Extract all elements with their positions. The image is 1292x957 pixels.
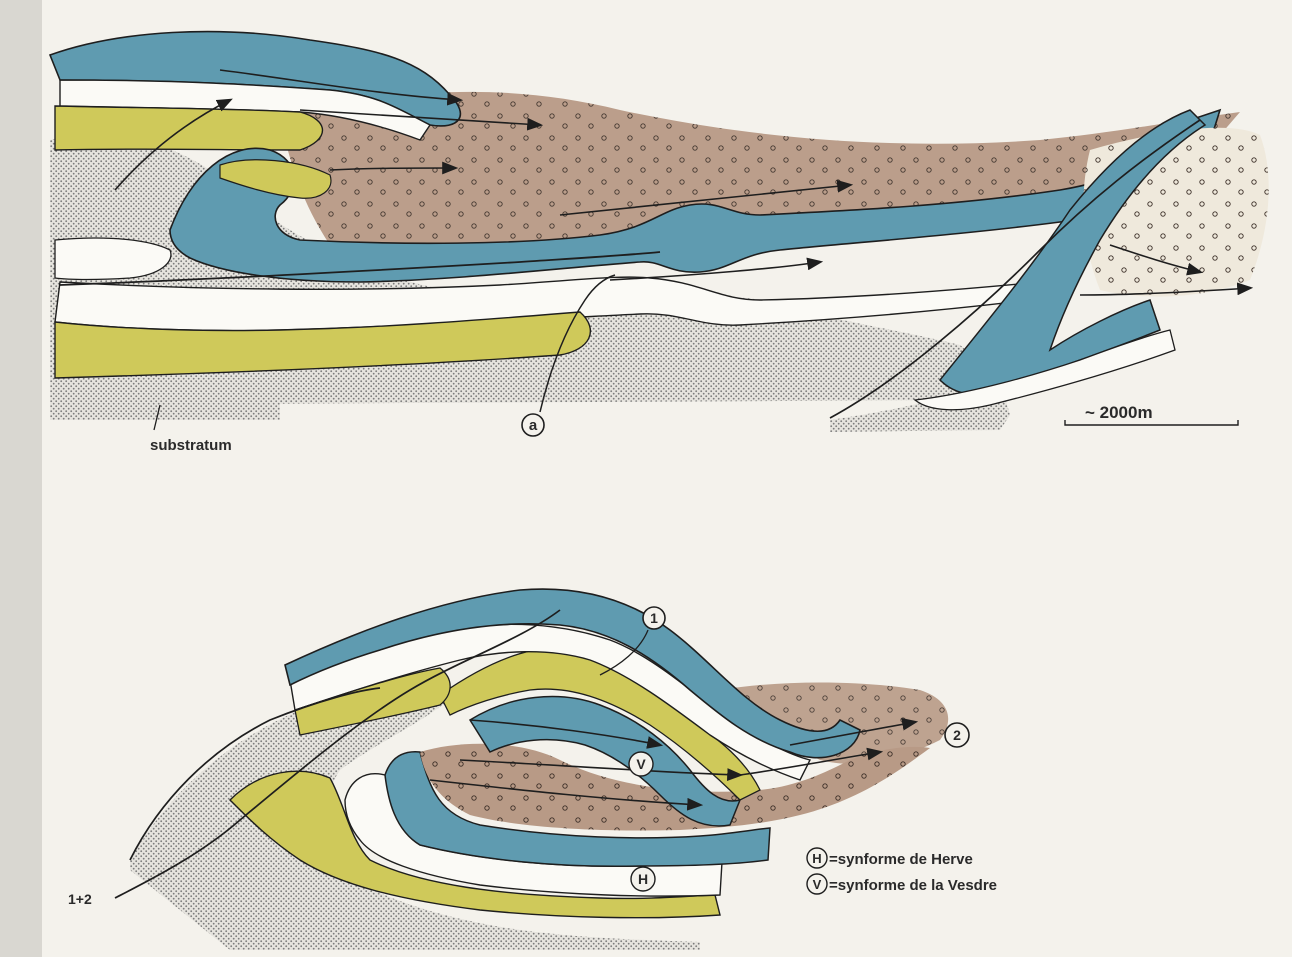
substratum-band (50, 398, 280, 420)
lower-cross-section: 1 2 V H 1+2 (68, 589, 969, 950)
fault-1-2-label: 1+2 (68, 891, 92, 907)
legend: H =synforme de Herve V =synforme de la V… (807, 848, 997, 894)
page-edge-shadow (0, 0, 42, 957)
scale-label: ~ 2000m (1085, 403, 1153, 422)
substratum-label: substratum (150, 437, 232, 454)
legend-herve-text: =synforme de Herve (829, 851, 973, 868)
marker-h-label: H (638, 871, 648, 887)
legend-vesdre-symbol-label: V (813, 877, 822, 892)
upper-white-layer-left (55, 238, 171, 279)
marker-1-label: 1 (650, 610, 658, 626)
legend-herve-symbol-label: H (812, 851, 821, 866)
marker-2-label: 2 (953, 727, 961, 743)
marker-v-label: V (636, 756, 646, 772)
upper-cross-section: substratum a ~ 2000m (50, 32, 1269, 454)
upper-yellow-layer-top (55, 106, 323, 150)
marker-a-label: a (529, 417, 538, 434)
legend-vesdre-text: =synforme de la Vesdre (829, 877, 997, 894)
